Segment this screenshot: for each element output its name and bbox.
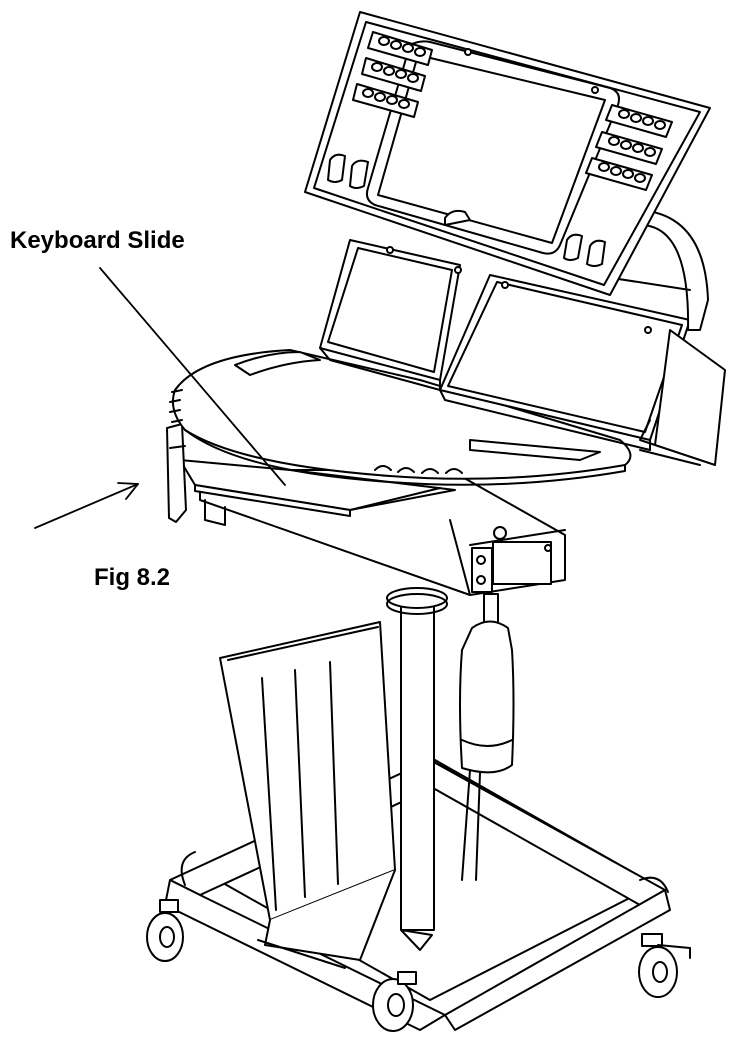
cup-holders-left (352, 31, 433, 118)
side-handle (166, 423, 187, 523)
figure-number-label: Fig 8.2 (94, 564, 171, 591)
keyboard-slide-label: Keyboard Slide (10, 227, 185, 254)
caster-front (372, 971, 417, 1032)
work-surface (169, 349, 632, 486)
storage-basket (219, 621, 396, 969)
caster-right (638, 933, 691, 998)
rear-box (639, 329, 726, 466)
cup-holders-right (585, 104, 673, 191)
keyboard-slide-leader (99, 267, 286, 486)
support-column (386, 587, 448, 951)
lower-panels (319, 239, 691, 451)
fig-pointer-arrow (34, 483, 139, 529)
callout-lines (34, 267, 286, 529)
arrow-head (117, 482, 139, 500)
caster-front-left (146, 899, 184, 962)
canister (459, 593, 515, 881)
top-organizer (304, 11, 711, 296)
